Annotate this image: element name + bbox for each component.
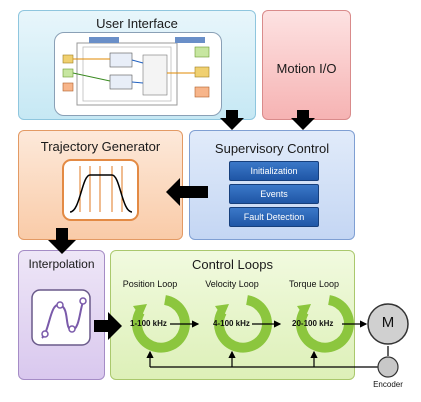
interpolation-graphic: [31, 289, 91, 346]
arrow-ui-to-supervisory: [220, 110, 244, 130]
arrow-interpolation-to-loops: [94, 312, 122, 340]
initialization-button[interactable]: Initialization: [229, 161, 319, 181]
velocity-loop-arrow-icon: [213, 295, 272, 353]
control-loops-title: Control Loops: [192, 257, 273, 272]
trajectory-generator-title: Trajectory Generator: [40, 139, 161, 154]
position-loop-label: Position Loop: [122, 279, 178, 289]
user-interface-title: User Interface: [96, 16, 178, 31]
block-diagram-thumbnail: [54, 32, 222, 116]
velocity-loop-label: Velocity Loop: [205, 279, 259, 289]
events-button[interactable]: Events: [229, 184, 319, 204]
torque-loop-frequency: 20-100 kHz: [292, 319, 334, 328]
arrow-trajectory-to-interpolation: [48, 228, 76, 254]
block-arrows: [48, 110, 315, 340]
velocity-loop-frequency: 4-100 kHz: [213, 319, 250, 328]
motor-icon: [367, 303, 409, 345]
interpolation-title: Interpolation: [28, 257, 95, 271]
trajectory-profile-graphic: [62, 159, 139, 221]
motion-io-title: Motion I/O: [276, 61, 337, 76]
position-loop-arrow-icon: [131, 295, 190, 353]
arrow-motion-to-supervisory: [291, 110, 315, 130]
position-loop-frequency: 1-100 kHz: [130, 319, 167, 328]
control-loop-circles: [131, 295, 354, 353]
supervisory-control-title: Supervisory Control: [214, 141, 330, 156]
motor-label: M: [381, 314, 395, 331]
loop-connectors: [146, 320, 389, 368]
motion-io-block: Motion I/O: [262, 10, 351, 120]
arrow-supervisory-to-trajectory: [166, 178, 208, 206]
block-diagram-thumbnail-graphic: [62, 37, 210, 106]
fault-detection-button[interactable]: Fault Detection: [229, 207, 319, 227]
encoder-icon: [377, 356, 399, 378]
torque-loop-arrow-icon: [295, 295, 354, 353]
encoder-label: Encoder: [373, 380, 403, 389]
torque-loop-label: Torque Loop: [288, 279, 340, 289]
